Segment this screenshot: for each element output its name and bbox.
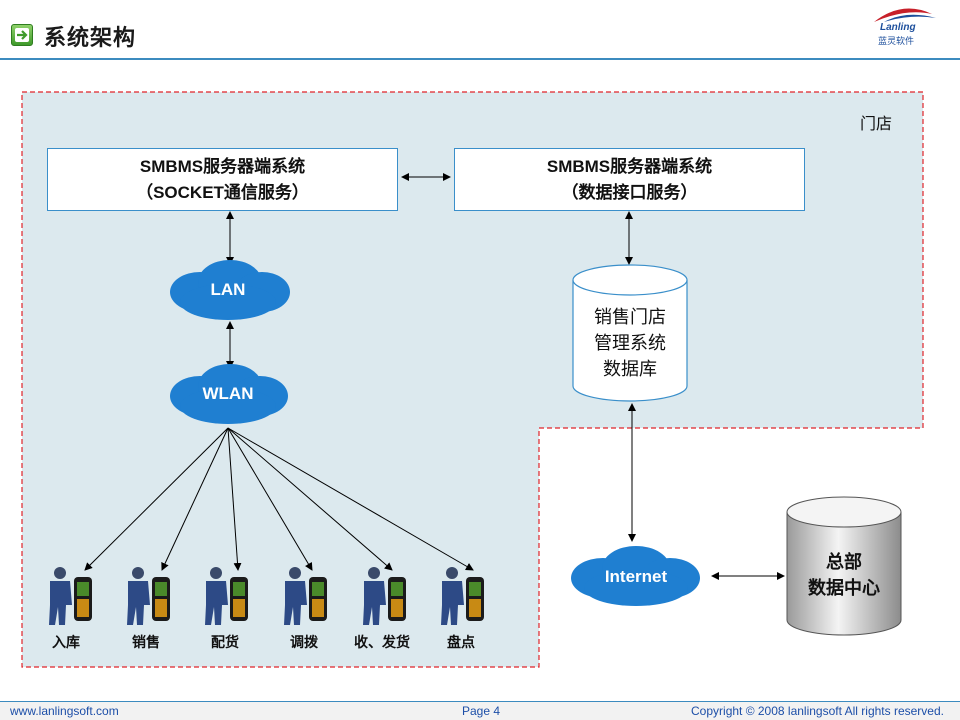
header-divider (0, 58, 960, 60)
footer-copyright: Copyright © 2008 lanlingsoft All rights … (691, 704, 944, 718)
page-title: 系统架构 (44, 26, 137, 51)
footer (0, 702, 960, 720)
terminal-label: 盘点 (447, 635, 475, 651)
socket-server-box: SMBMS服务器端系统 （SOCKET通信服务） (47, 148, 398, 211)
lan-cloud (170, 260, 290, 320)
lan-label: LAN (210, 280, 246, 299)
terminal-label: 收、发货 (354, 635, 410, 651)
data-server-title: SMBMS服务器端系统 (546, 157, 713, 176)
arrow-right-icon (11, 24, 33, 46)
store-area (21, 91, 924, 668)
logo-text: Lanling (880, 22, 916, 33)
terminal-label: 销售 (132, 635, 160, 651)
store-db-label: 销售门店 管理系统 数据库 (575, 305, 685, 383)
store-area-label: 门店 (860, 114, 893, 133)
wlan-cloud (170, 364, 288, 424)
store-db-line2: 管理系统 (594, 333, 666, 354)
data-server-subtitle: （数据接口服务） (561, 183, 698, 202)
hq-db-label: 总部 数据中心 (789, 550, 899, 602)
wlan-label: WLAN (202, 384, 254, 403)
hq-db-line2: 数据中心 (808, 578, 880, 599)
worker-handheld-icon (363, 567, 406, 625)
footer-divider (0, 701, 960, 702)
worker-handheld-icon (284, 567, 327, 625)
store-db-line1: 销售门店 (594, 307, 666, 328)
terminal-label: 入库 (52, 635, 80, 651)
footer-website[interactable]: www.lanlingsoft.com (10, 704, 119, 718)
footer-page-number: Page 4 (462, 704, 501, 718)
worker-handheld-icon (49, 567, 92, 625)
terminal-label: 配货 (211, 635, 239, 651)
socket-server-subtitle: （SOCKET通信服务） (136, 183, 309, 202)
wireless-links (84, 427, 474, 571)
internet-label: Internet (604, 567, 668, 586)
hq-database-cylinder (786, 496, 902, 636)
worker-handheld-icon (205, 567, 248, 625)
data-server-box: SMBMS服务器端系统 （数据接口服务） (454, 148, 805, 211)
logo-chinese-text: 蓝灵软件 (878, 36, 915, 46)
worker-handheld-icon (127, 567, 170, 625)
hq-db-line1: 总部 (826, 552, 862, 573)
worker-handheld-icon (441, 567, 484, 625)
socket-server-title: SMBMS服务器端系统 (139, 157, 306, 176)
header: 系统架构 Lanling 蓝灵软件 (0, 0, 960, 58)
architecture-diagram (21, 91, 924, 668)
terminal-label: 调拨 (290, 635, 318, 651)
internet-cloud (571, 546, 700, 606)
lanling-logo (874, 8, 936, 22)
store-database-cylinder (572, 264, 688, 402)
store-db-line3: 数据库 (603, 359, 657, 380)
